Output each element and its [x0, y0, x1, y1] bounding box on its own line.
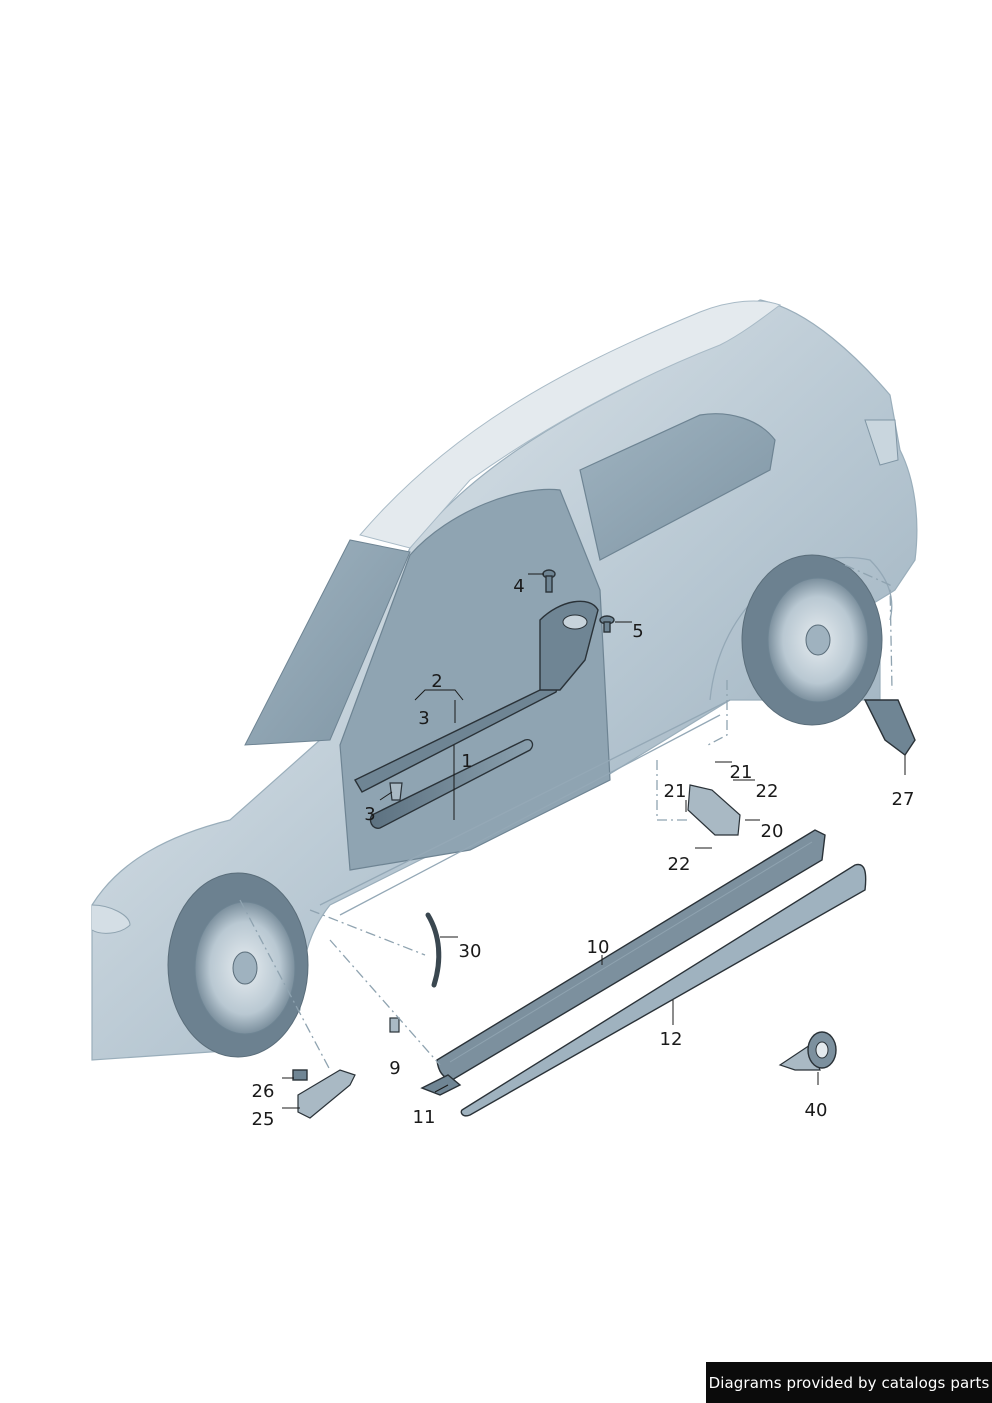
callout-label: 21 [664, 781, 687, 802]
screw-part [599, 615, 615, 633]
clip-part [389, 1017, 400, 1033]
callout-label: 20 [761, 821, 784, 842]
tape-roll-part [778, 1031, 837, 1071]
rear-wheel-icon [741, 554, 883, 726]
callout-label: 3 [364, 804, 375, 825]
callout-label: 30 [459, 941, 482, 962]
callout-label: 2 [431, 671, 442, 692]
callout-label: 11 [413, 1107, 436, 1128]
end-cap-part [420, 1074, 462, 1096]
callout-label: 4 [513, 576, 524, 597]
callout-label: 27 [892, 789, 915, 810]
callout-label: 21 [730, 762, 753, 783]
side-skirt-part [436, 829, 826, 1081]
callout-label: 5 [632, 621, 643, 642]
clip-part [389, 782, 403, 801]
callout-label: 40 [805, 1100, 828, 1121]
assembly-guides [239, 564, 893, 1071]
clip-part [292, 1069, 308, 1081]
callout-label: 22 [756, 781, 779, 802]
callout-label: 1 [461, 751, 472, 772]
callout-label: 22 [668, 854, 691, 875]
footer-text: Diagrams provided by catalogs parts [708, 1373, 990, 1392]
screw-part [542, 569, 556, 593]
footer-credit: Diagrams provided by catalogs parts [706, 1362, 992, 1403]
bracket-part [687, 784, 741, 836]
arch-seal-part [425, 912, 442, 988]
front-mud-flap-part [297, 1069, 356, 1119]
car-body [91, 299, 918, 1061]
skirt-cover-part [460, 863, 867, 1117]
entry-sill-part [369, 738, 534, 829]
callout-label: 25 [252, 1109, 275, 1130]
callout-label: 3 [418, 708, 429, 729]
callout-label: 26 [252, 1081, 275, 1102]
callout-layer: 1 2 3 3 4 5 9 10 11 12 20 21 21 [252, 573, 915, 1130]
callout-label: 9 [389, 1058, 400, 1079]
callout-label: 12 [660, 1029, 683, 1050]
mud-flap-part [863, 699, 916, 757]
front-wheel-icon [167, 872, 309, 1058]
callout-label: 10 [587, 937, 610, 958]
